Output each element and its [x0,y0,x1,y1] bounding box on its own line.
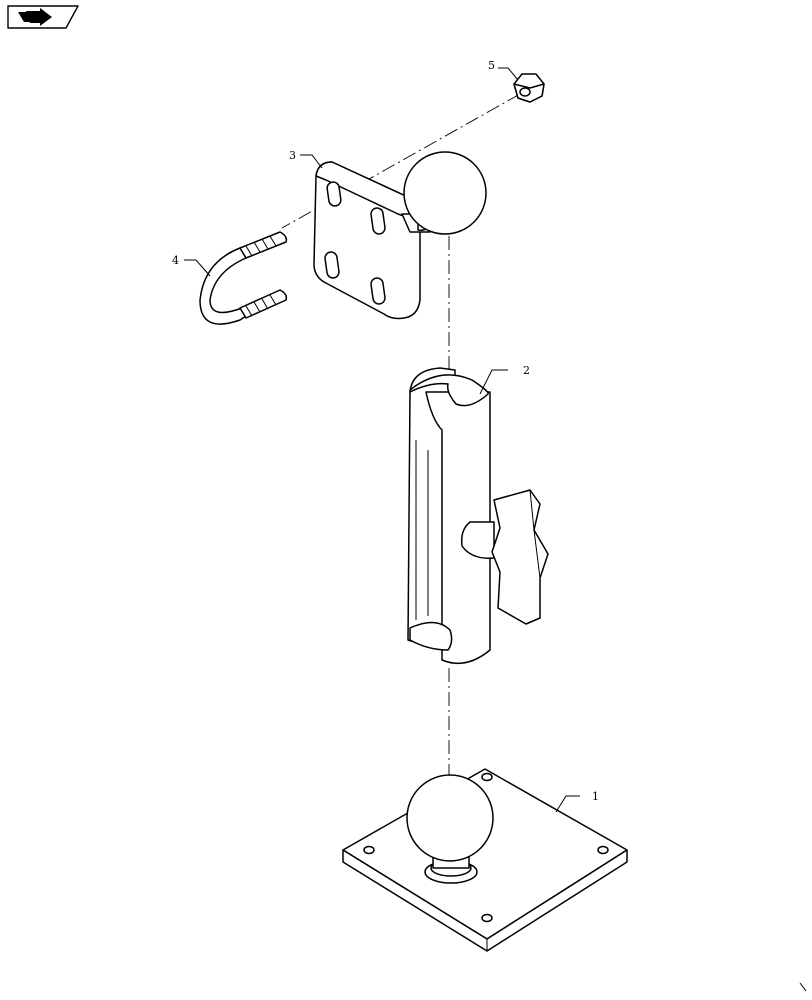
leader-lines [184,67,580,813]
callout-4: 4 [172,254,179,267]
part-2-socket-arm [407,367,549,665]
callout-5: 5 [488,59,495,72]
part-4-u-bolt [199,231,288,325]
callout-3: 3 [289,149,296,162]
part-5-nut [513,73,545,103]
corner-mark [799,982,807,992]
callout-2: 2 [523,364,530,377]
callout-1: 1 [592,790,599,803]
part-3-clamp-plate [313,151,487,320]
part-1-base-plate [342,768,628,952]
folder-arrow-icon[interactable] [7,5,79,29]
